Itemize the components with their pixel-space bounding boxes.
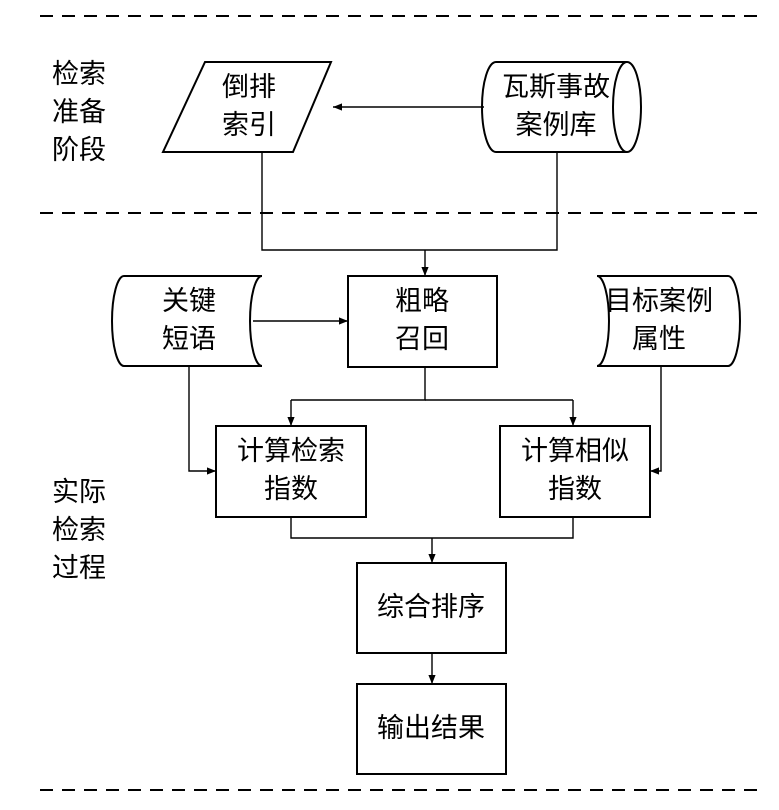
target-case-attrs-label: 目标案例 属性	[605, 286, 713, 355]
calc-similarity-index-label: 计算相似 指数	[521, 436, 629, 505]
attrs-to-similarity-arrow	[650, 366, 662, 475]
recall-split-connector	[291, 367, 426, 401]
index-and-db-to-recall-connector	[261, 152, 558, 251]
coarse-recall-label: 粗略 召回	[395, 286, 449, 355]
gas-case-db-label: 瓦斯事故 案例库	[502, 72, 610, 141]
target-case-attrs-shape	[596, 275, 741, 367]
key-phrases-shape	[111, 275, 263, 367]
inverted-index-label: 倒排 索引	[222, 72, 276, 141]
inverted-index-shape	[161, 61, 333, 153]
phrases-to-retrieval-arrow	[188, 366, 216, 475]
gas-case-db-shape	[481, 61, 642, 153]
calc-retrieval-index-label: 计算检索 指数	[237, 436, 345, 505]
output-results-label: 输出结果	[377, 713, 485, 744]
stage-label-retrieval-prep: 检索 准备 阶段	[52, 59, 106, 166]
combined-ranking-label: 综合排序	[377, 592, 485, 623]
key-phrases-label: 关键 短语	[162, 286, 216, 355]
indices-merge-connector	[290, 517, 574, 539]
stage-label-actual-retrieval: 实际 检索 过程	[52, 477, 106, 584]
